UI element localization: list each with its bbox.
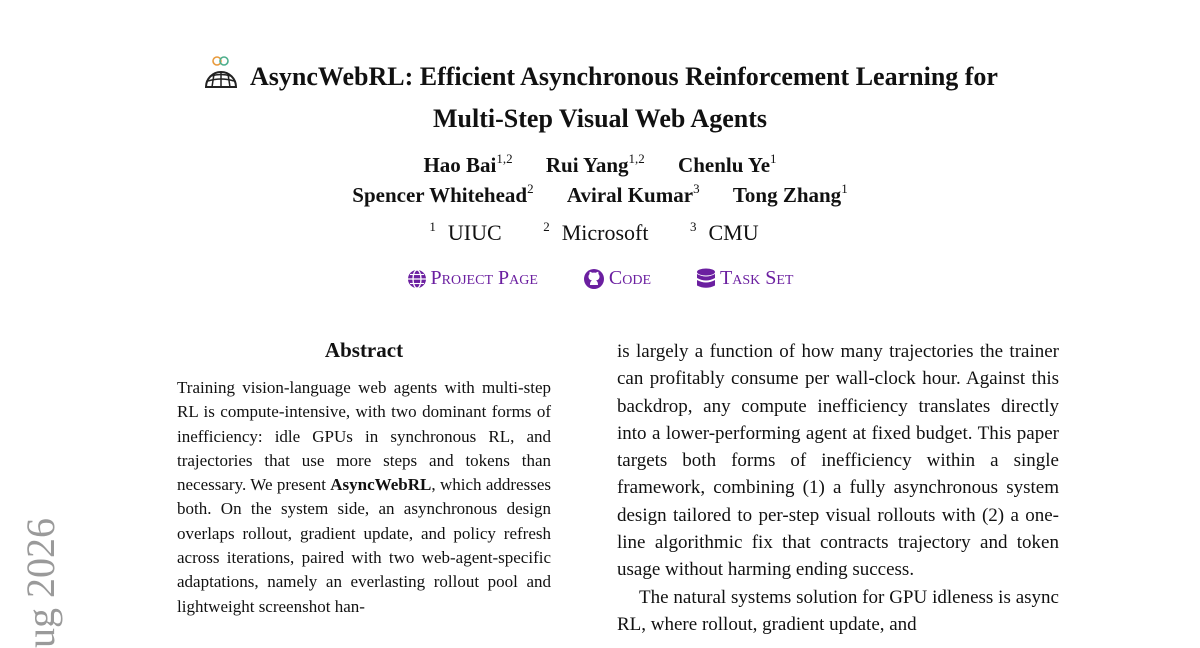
resource-links: Project Page Code Task Set: [150, 264, 1050, 292]
project-page-link[interactable]: Project Page: [407, 264, 538, 292]
author: Tong Zhang1: [732, 181, 848, 207]
author: Chenlu Ye1: [678, 151, 777, 177]
globe-icon: [407, 264, 427, 292]
title-line-1: AsyncWebRL: Efficient Asynchronous Reinf…: [250, 62, 998, 91]
author: Rui Yang1,2: [545, 151, 645, 177]
database-icon: [696, 264, 716, 292]
intro-column: is largely a function of how many trajec…: [617, 338, 1059, 638]
paragraph: is largely a function of how many trajec…: [617, 341, 1059, 581]
author: Hao Bai1,2: [423, 151, 513, 177]
arxiv-sidebar-stamp: ug 2026: [18, 518, 63, 648]
author-list: Hao Bai1,2 Rui Yang1,2 Chenlu Ye1 Spence…: [150, 150, 1050, 210]
logo-icon: [202, 55, 240, 101]
github-icon: [583, 264, 605, 292]
paper-title: AsyncWebRL: Efficient Asynchronous Reinf…: [150, 55, 1050, 137]
author: Spencer Whitehead2: [352, 181, 534, 207]
paragraph: The natural systems solution for GPU idl…: [617, 586, 1059, 635]
abstract-heading: Abstract: [324, 338, 404, 362]
abstract-body: Training vision-language web agents with…: [177, 378, 551, 616]
code-link[interactable]: Code: [583, 264, 651, 292]
author: Aviral Kumar3: [566, 181, 700, 207]
title-line-2: Multi-Step Visual Web Agents: [433, 104, 767, 133]
task-set-link[interactable]: Task Set: [696, 264, 793, 292]
